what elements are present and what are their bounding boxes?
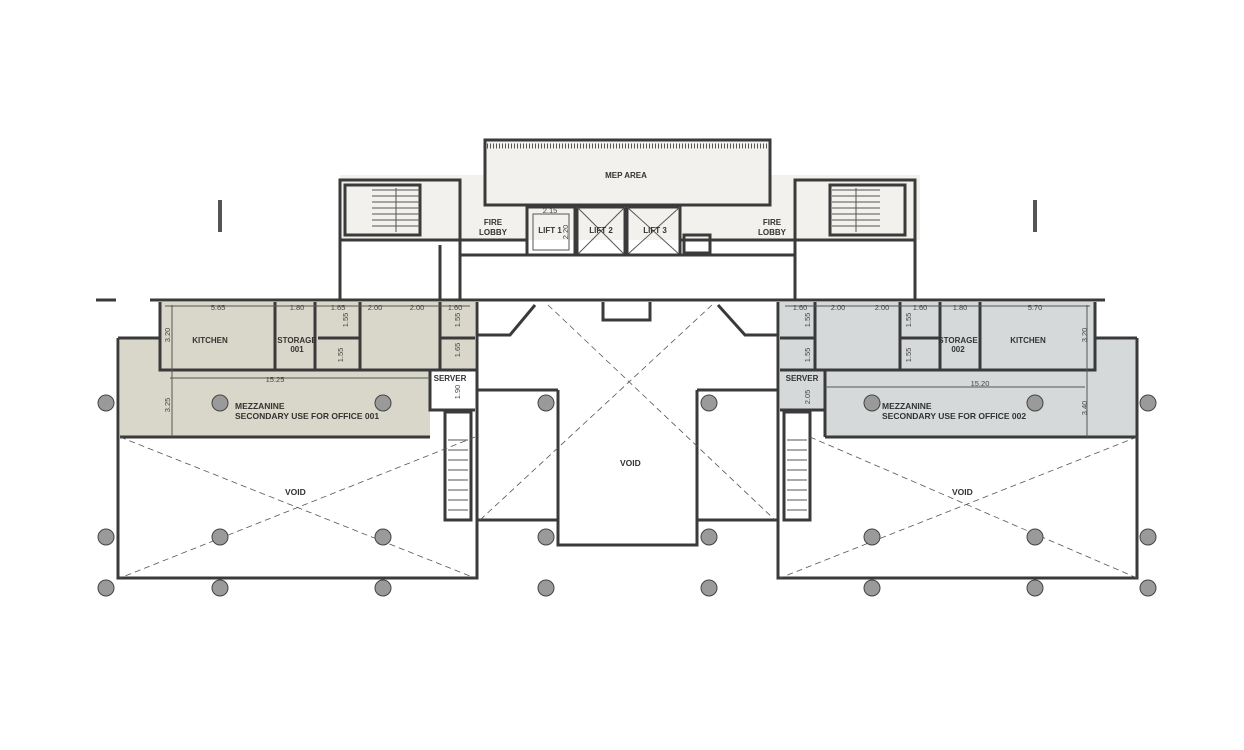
stair-left-treads <box>372 188 420 232</box>
stair-right-treads <box>832 188 880 232</box>
mezzanine-002-label: MEZZANINE <box>882 401 932 411</box>
dim-width: 15.20 <box>971 379 990 388</box>
dim: 3.20 <box>163 328 172 343</box>
dim: 5.70 <box>1028 303 1043 312</box>
lift-3-label: LIFT 3 <box>643 226 667 235</box>
void-center-label: VOID <box>620 458 641 468</box>
fire-lobby-left-1: FIRE <box>484 218 503 227</box>
core-connector <box>338 238 917 300</box>
kitchen-001-label: KITCHEN <box>192 336 228 345</box>
stair-right-wing <box>782 410 812 522</box>
dim: 1.65 <box>331 303 346 312</box>
dim: 2.05 <box>803 390 812 405</box>
dim: 2.00 <box>831 303 846 312</box>
left-partitions <box>273 302 475 412</box>
stair-right <box>828 183 907 237</box>
lift-1-label: LIFT 1 <box>538 226 562 235</box>
dim: 1.55 <box>803 313 812 328</box>
dim: 3.25 <box>163 398 172 413</box>
dim: 3.40 <box>1080 401 1089 416</box>
dimension-lines <box>165 305 1090 437</box>
dim: 1.55 <box>904 313 913 328</box>
dim: 2.00 <box>410 303 425 312</box>
dim-width: 15.25 <box>266 375 285 384</box>
dim: 3.20 <box>1080 328 1089 343</box>
dim: 1.60 <box>448 303 463 312</box>
left-wing-wall <box>116 302 479 580</box>
mezzanine-001-use: SECONDARY USE FOR OFFICE 001 <box>235 411 379 421</box>
fire-lobby-left-2: LOBBY <box>479 228 508 237</box>
storage-001-label-2: 001 <box>290 345 304 354</box>
dim: 1.80 <box>290 303 305 312</box>
void-right-label: VOID <box>952 487 973 497</box>
stair-left-wing <box>443 410 473 522</box>
lift-dim-d: 2.20 <box>561 225 570 240</box>
central-void-wall <box>477 302 778 547</box>
right-partitions <box>780 302 982 437</box>
dim: 1.55 <box>341 313 350 328</box>
storage-001-label-1: STORAGE <box>277 336 317 345</box>
dim: 5.65 <box>211 303 226 312</box>
columns <box>97 394 1157 597</box>
server-001-label: SERVER <box>434 374 467 383</box>
stair-left <box>343 183 422 237</box>
fire-lobby-right-2: LOBBY <box>758 228 787 237</box>
dim: 1.55 <box>336 348 345 363</box>
kitchen-002-label: KITCHEN <box>1010 336 1046 345</box>
dim: 1.55 <box>803 348 812 363</box>
stair-right-wall <box>793 178 917 242</box>
dim: 1.60 <box>913 303 928 312</box>
dim: 1.90 <box>453 385 462 400</box>
dim: 2.00 <box>368 303 383 312</box>
stair-left-wall <box>338 178 462 242</box>
lift-2-label: LIFT 2 <box>589 226 613 235</box>
server-002-label: SERVER <box>786 374 819 383</box>
fire-lobby-right-1: FIRE <box>763 218 782 227</box>
dim: 1.55 <box>453 313 462 328</box>
right-wing-wall <box>776 302 1139 580</box>
void-lines <box>119 304 1138 579</box>
void-left-label: VOID <box>285 487 306 497</box>
dim: 1.55 <box>904 348 913 363</box>
dim: 1.80 <box>953 303 968 312</box>
lift-dim-w: 2.15 <box>543 206 558 215</box>
dim: 1.65 <box>453 343 462 358</box>
storage-002-label-1: STORAGE <box>938 336 978 345</box>
dim: 1.60 <box>793 303 808 312</box>
mezzanine-002-use: SECONDARY USE FOR OFFICE 002 <box>882 411 1026 421</box>
mep-area-label: MEP AREA <box>605 171 647 180</box>
storage-002-label-2: 002 <box>951 345 965 354</box>
mep-wall <box>483 138 772 207</box>
dim: 2.00 <box>875 303 890 312</box>
mezzanine-001-label: MEZZANINE <box>235 401 285 411</box>
